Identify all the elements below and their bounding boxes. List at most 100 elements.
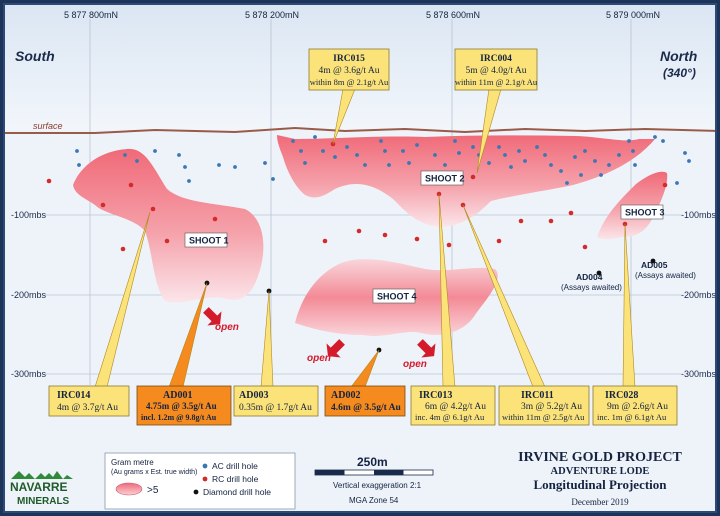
open-arrow-shoot4-left: open	[307, 339, 345, 364]
legend-diamond-marker	[193, 489, 199, 495]
ac-drill-hole	[153, 149, 157, 153]
northing-label: 5 879 000mN	[606, 10, 660, 20]
svg-text:3m @ 5.2g/t Au: 3m @ 5.2g/t Au	[521, 402, 582, 412]
south-label: South	[15, 48, 55, 64]
callout-pointers	[94, 88, 636, 388]
ac-drill-hole	[321, 149, 325, 153]
ac-drill-hole	[497, 145, 501, 149]
ac-drill-hole	[355, 153, 359, 157]
rc-drill-hole	[382, 232, 388, 238]
svg-text:open: open	[307, 353, 331, 364]
rc-drill-hole	[414, 236, 420, 242]
diamond-drill-hole	[596, 270, 602, 276]
ac-drill-hole	[233, 165, 237, 169]
projection-title: Longitudinal Projection	[533, 477, 667, 492]
rc-drill-hole	[568, 210, 574, 216]
ac-drill-hole	[379, 139, 383, 143]
svg-text:SHOOT 2: SHOOT 2	[425, 174, 465, 184]
project-title: IRVINE GOLD PROJECT	[518, 450, 682, 465]
scale-exaggeration: Vertical exaggeration 2:1	[333, 481, 422, 490]
north-label: North	[660, 48, 697, 64]
svg-text:SHOOT 3: SHOOT 3	[625, 208, 665, 218]
ac-drill-hole	[177, 153, 181, 157]
svg-text:SHOOT 4: SHOOT 4	[377, 292, 417, 302]
svg-text:4m @ 3.7g/t Au: 4m @ 3.7g/t Au	[57, 403, 118, 413]
ac-drill-hole	[313, 135, 317, 139]
ac-drill-hole	[135, 159, 139, 163]
rc-drill-hole	[150, 206, 156, 212]
svg-text:0.35m @ 1.7g/t Au: 0.35m @ 1.7g/t Au	[239, 403, 312, 413]
ac-drill-hole	[523, 159, 527, 163]
logo-line2: MINERALS	[17, 496, 70, 507]
rc-drill-hole	[446, 242, 452, 248]
ac-drill-hole	[387, 163, 391, 167]
ad005-label: AD005	[641, 260, 668, 270]
open-arrow-shoot4-right: open	[403, 339, 436, 370]
shoot-label-4: SHOOT 4	[372, 288, 417, 304]
svg-text:IRC004: IRC004	[480, 54, 512, 64]
rc-drill-hole	[128, 182, 134, 188]
section-diagram: 5 877 800mN 5 878 200mN 5 878 600mN 5 87…	[5, 5, 715, 510]
svg-text:open: open	[403, 359, 427, 370]
logo-line1: NAVARRE	[10, 480, 68, 494]
svg-text:inc. 1m @ 6.1g/t Au: inc. 1m @ 6.1g/t Au	[597, 412, 667, 422]
ac-drill-hole	[675, 181, 679, 185]
callout-irc014: IRC014 4m @ 3.7g/t Au	[48, 385, 130, 417]
legend-gram-sub: (Au grams x Est. true width)	[111, 469, 197, 476]
ac-drill-hole	[687, 159, 691, 163]
ac-drill-hole	[263, 161, 267, 165]
shoot-label-2: SHOOT 2	[420, 170, 465, 186]
ac-drill-hole	[363, 163, 367, 167]
rc-drill-hole	[164, 238, 170, 244]
ac-drill-hole	[415, 143, 419, 147]
shoot-label-3: SHOOT 3	[620, 204, 665, 220]
ac-drill-hole	[593, 159, 597, 163]
legend-ac-marker	[202, 463, 208, 469]
svg-text:inc. 4m @ 6.1g/t Au: inc. 4m @ 6.1g/t Au	[415, 412, 485, 422]
northing-label: 5 877 800mN	[64, 10, 118, 20]
legend-rc-marker	[202, 476, 208, 482]
ac-drill-hole	[543, 153, 547, 157]
callout-irc013: IRC013 6m @ 4.2g/t Au inc. 4m @ 6.1g/t A…	[410, 385, 496, 426]
legend-gram-value: >5	[147, 485, 159, 496]
northing-label: 5 878 600mN	[426, 10, 480, 20]
depth-label-left: -200mbs	[11, 290, 47, 300]
ad004-label: AD004	[576, 272, 603, 282]
ac-drill-hole	[583, 149, 587, 153]
ad004-note: (Assays awaited)	[561, 283, 622, 292]
svg-text:4.75m @ 3.5g/t Au: 4.75m @ 3.5g/t Au	[146, 401, 217, 411]
svg-text:SHOOT 1: SHOOT 1	[189, 236, 229, 246]
ac-drill-hole	[183, 165, 187, 169]
ad005-note: (Assays awaited)	[635, 271, 696, 280]
svg-text:AD002: AD002	[331, 390, 360, 401]
date-label: December 2019	[571, 497, 629, 507]
legend-diamond-label: Diamond drill hole	[203, 487, 271, 497]
callout-ad003: AD003 0.35m @ 1.7g/t Au	[233, 385, 319, 417]
ac-drill-hole	[333, 155, 337, 159]
rc-drill-hole	[212, 216, 218, 222]
rc-drill-hole	[582, 244, 588, 250]
lode-title: ADVENTURE LODE	[551, 466, 650, 477]
ac-drill-hole	[471, 145, 475, 149]
depth-label-left: -100mbs	[11, 210, 47, 220]
ac-drill-hole	[565, 181, 569, 185]
depth-label-left: -300mbs	[11, 369, 47, 379]
ac-drill-hole	[453, 139, 457, 143]
ac-drill-hole	[123, 153, 127, 157]
rc-drill-hole	[322, 238, 328, 244]
svg-text:within 11m @ 2.5g/t Au: within 11m @ 2.5g/t Au	[502, 412, 585, 422]
scale-zone: MGA Zone 54	[349, 496, 399, 505]
scale-length: 250m	[357, 455, 388, 469]
ac-drill-hole	[401, 149, 405, 153]
ac-drill-hole	[683, 151, 687, 155]
callout-ad001: AD001 4.75m @ 3.5g/t Au incl. 1.2m @ 9.8…	[136, 385, 232, 426]
shoot-1-zone	[73, 148, 264, 303]
rc-drill-hole	[356, 228, 362, 234]
svg-text:IRC014: IRC014	[57, 390, 90, 401]
svg-text:within 8m @ 2.1g/t Au: within 8m @ 2.1g/t Au	[310, 77, 389, 87]
ac-drill-hole	[383, 149, 387, 153]
ac-drill-hole	[579, 173, 583, 177]
ac-drill-hole	[457, 151, 461, 155]
callout-irc011: IRC011 3m @ 5.2g/t Au within 11m @ 2.5g/…	[498, 385, 590, 426]
ac-drill-hole	[443, 163, 447, 167]
